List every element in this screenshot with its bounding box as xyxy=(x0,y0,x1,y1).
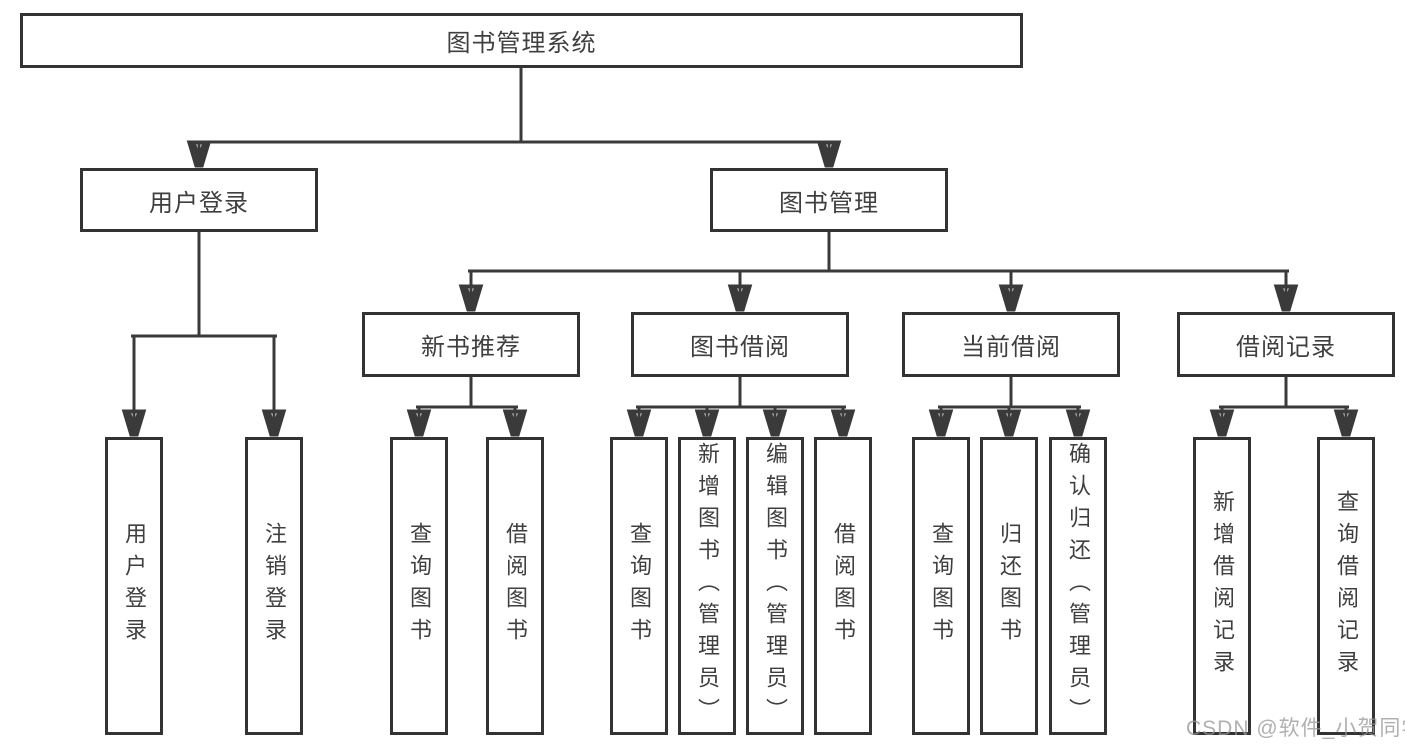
leaf-confirm-return-admin: 确认归还（管理员） xyxy=(1049,437,1107,735)
leaf-return-book-label: 归还图书 xyxy=(997,522,1022,650)
leaf-edit-book-admin: 编辑图书（管理员） xyxy=(746,437,804,735)
connector-borrow-records xyxy=(1221,375,1348,435)
leaf-confirm-return-admin-label: 确认归还（管理员） xyxy=(1066,442,1091,730)
leaf-query-books-current: 查询图书 xyxy=(912,437,970,735)
node-new-book-recommend-label: 新书推荐 xyxy=(421,334,521,361)
node-book-borrow-label: 图书借阅 xyxy=(690,334,790,361)
node-root-label: 图书管理系统 xyxy=(446,30,597,57)
leaf-query-books-borrow: 查询图书 xyxy=(610,437,668,735)
leaf-add-borrow-record: 新增借阅记录 xyxy=(1193,437,1251,735)
csdn-watermark: CSDN @软件_小贺同学 xyxy=(1186,717,1405,740)
node-current-borrow: 当前借阅 xyxy=(902,312,1120,377)
leaf-logout-label: 注销登录 xyxy=(262,522,287,650)
leaf-query-borrow-record: 查询借阅记录 xyxy=(1317,437,1375,735)
leaf-query-borrow-record-label: 查询借阅记录 xyxy=(1334,490,1359,682)
leaf-return-book: 归还图书 xyxy=(980,437,1038,735)
node-book-management: 图书管理 xyxy=(710,168,948,232)
leaf-borrow-books: 借阅图书 xyxy=(814,437,872,735)
node-borrow-records: 借阅记录 xyxy=(1177,312,1395,377)
leaf-query-books-current-label: 查询图书 xyxy=(929,522,954,650)
connector-user-login xyxy=(133,230,276,435)
node-root: 图书管理系统 xyxy=(20,13,1023,68)
node-user-login-label: 用户登录 xyxy=(149,189,249,217)
leaf-query-books-recommend-label: 查询图书 xyxy=(407,522,432,650)
connector-new-book-recommend xyxy=(418,375,517,435)
leaf-query-books-borrow-label: 查询图书 xyxy=(627,522,652,650)
node-borrow-records-label: 借阅记录 xyxy=(1236,334,1336,361)
node-user-login: 用户登录 xyxy=(80,168,318,232)
leaf-query-books-recommend: 查询图书 xyxy=(390,437,448,735)
leaf-logout: 注销登录 xyxy=(245,437,303,735)
leaf-add-book-admin-label: 新增图书（管理员） xyxy=(695,442,720,730)
leaf-borrow-books-recommend-label: 借阅图书 xyxy=(503,522,528,650)
leaf-add-book-admin: 新增图书（管理员） xyxy=(678,437,736,735)
connector-current-borrow xyxy=(940,375,1080,435)
connector-root xyxy=(198,66,831,166)
leaf-borrow-books-recommend: 借阅图书 xyxy=(486,437,544,735)
leaf-borrow-books-label: 借阅图书 xyxy=(831,522,856,650)
leaf-user-login: 用户登录 xyxy=(105,437,163,735)
leaf-edit-book-admin-label: 编辑图书（管理员） xyxy=(763,442,788,730)
node-current-borrow-label: 当前借阅 xyxy=(961,334,1061,361)
node-new-book-recommend: 新书推荐 xyxy=(362,312,580,377)
leaf-user-login-label: 用户登录 xyxy=(122,522,147,650)
connector-book-borrow xyxy=(638,375,845,435)
node-book-management-label: 图书管理 xyxy=(779,189,879,217)
connector-book-management xyxy=(470,230,1288,310)
leaf-add-borrow-record-label: 新增借阅记录 xyxy=(1210,490,1235,682)
node-book-borrow: 图书借阅 xyxy=(631,312,849,377)
